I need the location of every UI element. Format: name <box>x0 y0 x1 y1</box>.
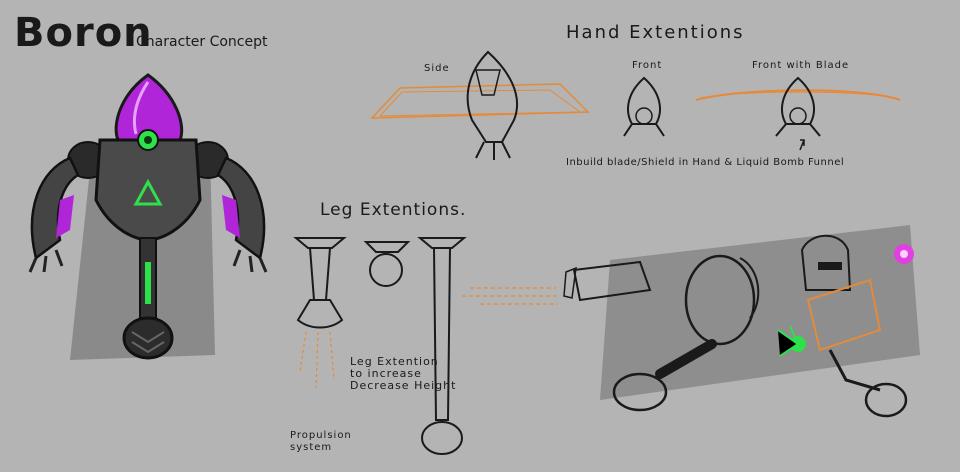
hand-front-sketch <box>623 76 665 137</box>
leg-short-sketch <box>293 237 347 389</box>
leg-extended-sketch <box>417 237 467 455</box>
action-boron-right <box>777 234 914 418</box>
hand-extension-note: Inbuild blade/Shield in Hand & Liquid Bo… <box>566 157 845 168</box>
boron-chest-triangle <box>133 178 163 206</box>
hand-section-heading: Hand Extentions <box>566 22 745 43</box>
page-subtitle: Character Concept <box>136 34 268 50</box>
action-boron-left <box>462 254 760 412</box>
leg-extension-note: Leg Extention to increase Decrease Heigh… <box>350 355 457 392</box>
propulsion-note: Propulsion system <box>290 430 352 453</box>
hand-front-blade-sketch <box>695 76 901 151</box>
front-blade-label: Front with Blade <box>752 60 850 71</box>
boron-leg-light <box>145 262 151 304</box>
action-blade-orange <box>806 278 882 352</box>
boron-main-figure <box>28 73 268 360</box>
boron-arm-blade-left <box>30 156 80 261</box>
hand-side-sketch <box>370 50 590 160</box>
leg-wheel-sketch <box>363 241 411 287</box>
boron-arm-blade-right <box>216 156 266 261</box>
boron-wheel <box>122 316 174 360</box>
front-view-label: Front <box>632 60 663 71</box>
side-view-label: Side <box>424 63 450 74</box>
page-title: Boron <box>14 10 153 56</box>
leg-section-heading: Leg Extentions. <box>320 200 467 220</box>
